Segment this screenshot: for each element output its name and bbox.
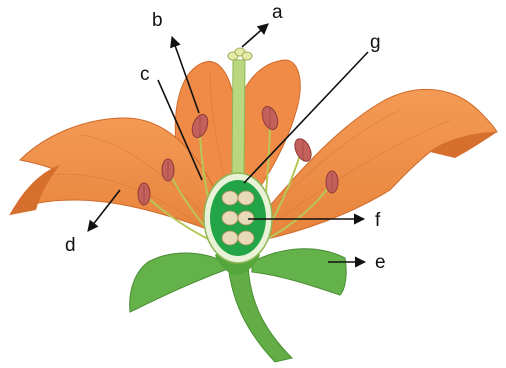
label-b: b: [152, 10, 163, 31]
ovary: [204, 173, 272, 263]
ovule: [222, 231, 238, 245]
ovule: [238, 191, 254, 205]
label-a: a: [272, 2, 283, 23]
ovule: [222, 191, 238, 205]
label-c: c: [140, 64, 150, 85]
label-d: d: [65, 235, 76, 256]
label-f: f: [375, 210, 381, 231]
label-e: e: [375, 252, 386, 273]
ovule: [238, 211, 254, 225]
arrow-a: [242, 24, 268, 47]
label-g: g: [370, 32, 381, 53]
style: [232, 60, 245, 175]
sepal-left: [130, 253, 225, 312]
stigma: [228, 48, 252, 60]
sepal-right: [252, 249, 346, 295]
ovule: [238, 231, 254, 245]
stem: [228, 265, 292, 362]
ovule: [222, 211, 238, 225]
